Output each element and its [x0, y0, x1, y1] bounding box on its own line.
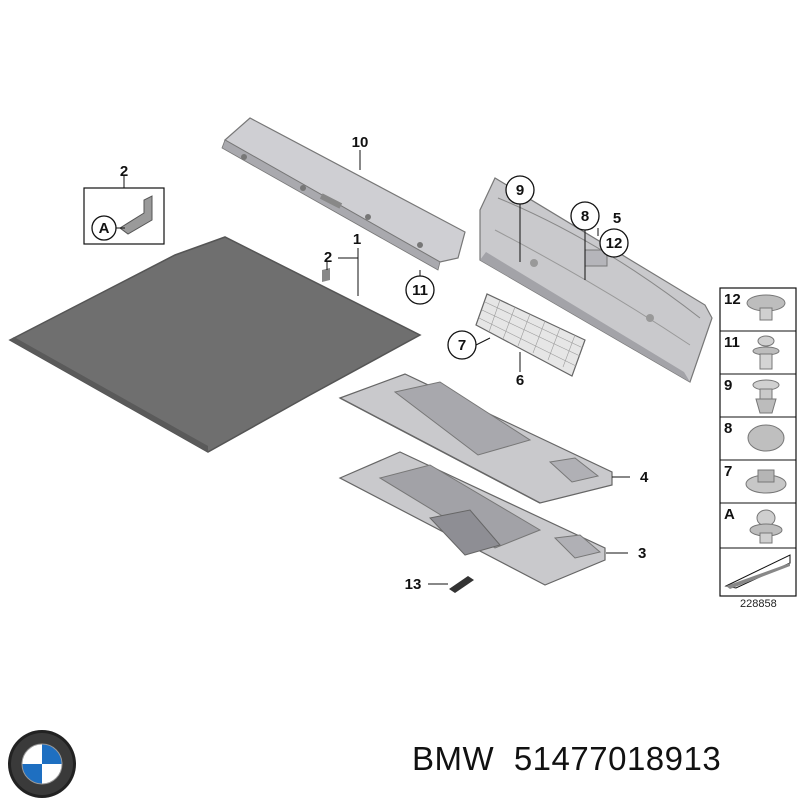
- callout-8: 8: [581, 208, 589, 225]
- callout-11: 11: [412, 282, 428, 299]
- legend-label-9: 9: [724, 377, 732, 394]
- callout-7: 7: [458, 337, 466, 354]
- fastener-legend: 12 11 9 8 7 A: [719, 287, 797, 610]
- storage-tray-lower-part: [338, 451, 606, 586]
- bracket-detail-box: [83, 176, 330, 282]
- callout-5: 5: [613, 210, 621, 227]
- legend-label-7: 7: [724, 463, 732, 480]
- callout-6: 6: [516, 372, 524, 389]
- clip-nut-icon: [745, 469, 787, 494]
- floor-mat-part: [8, 236, 422, 453]
- button-clip-icon: [749, 509, 783, 544]
- callout-circles: [405, 175, 629, 360]
- callout-4: 4: [640, 469, 649, 486]
- callout-a-detail: A: [99, 220, 110, 237]
- legend-label-12: 12: [724, 291, 741, 308]
- luggage-rear-panel-part: [479, 177, 713, 383]
- callout-2-detail: 2: [120, 163, 128, 180]
- expanding-rivet-icon: [752, 379, 780, 414]
- callout-13: 13: [405, 576, 422, 593]
- round-cap-icon: [747, 424, 785, 452]
- callout-10: 10: [352, 134, 369, 151]
- legend-label-11: 11: [724, 334, 740, 351]
- diagram-number: 228858: [740, 598, 777, 610]
- legend-label-8: 8: [724, 420, 732, 437]
- bmw-logo-icon: [8, 730, 76, 798]
- callout-1: 1: [353, 231, 361, 248]
- wedge-arrow-icon: [724, 554, 791, 589]
- legend-label-a: A: [724, 506, 735, 523]
- part-caption: BMW 51477018913: [412, 740, 792, 788]
- callout-3: 3: [638, 545, 646, 562]
- callout-9: 9: [516, 182, 524, 199]
- caption-part-number: 51477018913: [513, 740, 722, 777]
- callout-2: 2: [324, 249, 332, 266]
- luggage-net-part: [475, 293, 586, 377]
- push-rivet-icon: [752, 335, 780, 370]
- storage-tray-upper-part: [338, 373, 613, 504]
- caption-brand: BMW: [412, 740, 495, 777]
- sill-trim-part: [221, 117, 466, 271]
- callout-12: 12: [606, 235, 623, 252]
- small-strip-part: [449, 576, 474, 593]
- flat-cap-clip-icon: [746, 294, 786, 321]
